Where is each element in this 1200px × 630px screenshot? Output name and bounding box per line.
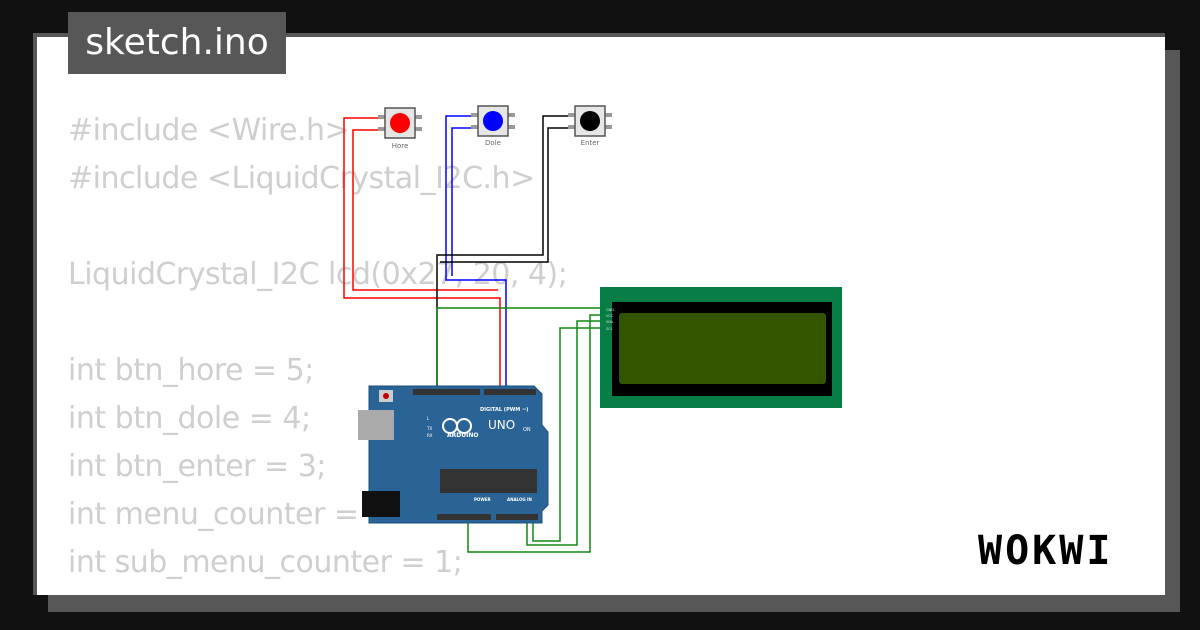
wire-red xyxy=(352,129,498,291)
led-label: TX xyxy=(426,426,432,431)
file-tab: sketch.ino xyxy=(68,12,286,74)
led-label: L xyxy=(427,416,430,421)
led-label: RX xyxy=(427,433,433,438)
arduino-uno[interactable]: DIGITAL (PWM ~) ARDUINO UNO ON POWER ANA… xyxy=(358,385,549,524)
code-line: int btn_dole = 4; xyxy=(68,401,311,436)
code-line: int btn_hore = 5; xyxy=(68,353,314,388)
wokwi-logo: WOKWI xyxy=(978,528,1114,574)
lcd-pin-label: SDA xyxy=(606,320,614,324)
power-jack xyxy=(362,491,400,517)
code-preview: #include <Wire.h> #include <LiquidCrysta… xyxy=(68,107,568,587)
button-enter[interactable]: Enter xyxy=(568,105,612,147)
lcd-pin-label: GND xyxy=(606,308,614,312)
wire-blue xyxy=(445,115,507,392)
code-line: #include <Wire.h> xyxy=(68,113,350,148)
on-label: ON xyxy=(523,427,531,433)
power-label: POWER xyxy=(474,497,491,502)
wire-blue xyxy=(451,127,476,276)
wire-green xyxy=(526,320,602,546)
wire-black xyxy=(436,115,572,392)
wire-red xyxy=(343,117,501,392)
lcd-pin-label: SCL xyxy=(606,327,613,331)
digital-label: DIGITAL (PWM ~) xyxy=(480,407,528,413)
button-label: Hore xyxy=(392,142,409,150)
chip xyxy=(440,469,537,493)
code-line: int menu_counter = xyxy=(68,497,359,532)
code-line: LiquidCrystal_I2C lcd(0x27, 20, 4); xyxy=(68,257,568,292)
wire-green xyxy=(532,327,602,542)
arduino-model: UNO xyxy=(488,418,515,432)
code-line: #include <LiquidCrystal_I2C.h> xyxy=(68,161,535,196)
button-label: Enter xyxy=(581,139,600,147)
button-label: Dole xyxy=(485,139,501,147)
card-content: #include <Wire.h> #include <LiquidCrysta… xyxy=(37,37,1165,595)
wire-green xyxy=(467,314,602,553)
button-dole[interactable]: Dole xyxy=(471,105,515,147)
lcd-pin-label: VCC xyxy=(606,314,614,318)
analog-label: ANALOG IN xyxy=(507,497,532,502)
usb-port xyxy=(358,410,394,440)
wire-green xyxy=(436,307,602,392)
code-line: int btn_enter = 3; xyxy=(68,449,326,484)
lcd-2004-i2c[interactable]: GND VCC SDA SCL xyxy=(600,287,842,408)
arduino-brand: ARDUINO xyxy=(447,432,478,439)
button-hore[interactable]: Hore xyxy=(378,107,422,150)
code-line: int sub_menu_counter = 1; xyxy=(68,545,463,580)
wire-black xyxy=(440,127,572,263)
